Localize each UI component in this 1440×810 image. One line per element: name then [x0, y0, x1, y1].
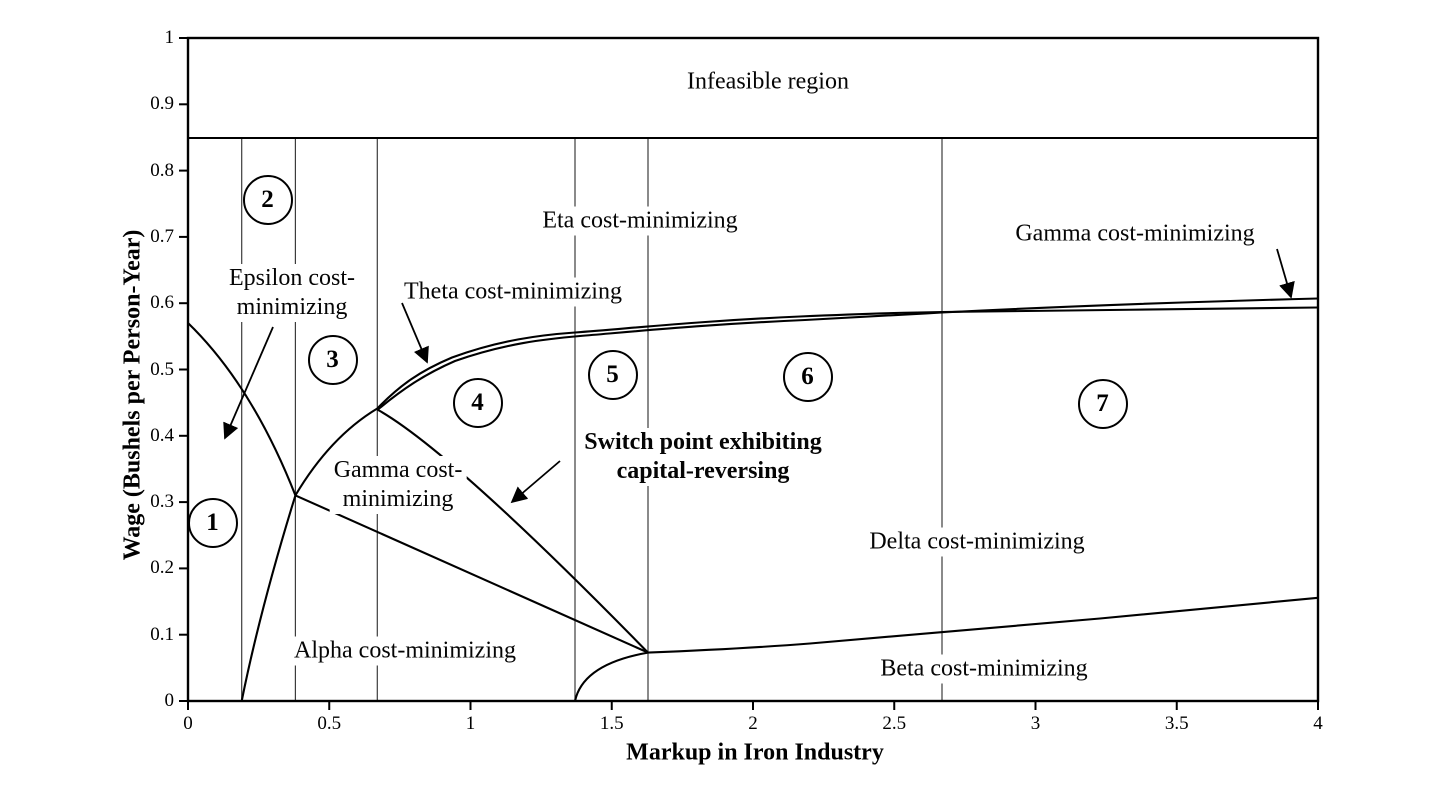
x-tick-label: 3 — [1030, 713, 1041, 734]
wage-curves — [187, 297, 1319, 702]
capital-reversing-boundary — [376, 408, 649, 654]
delta-label: Delta cost-minimizing — [865, 527, 1089, 557]
y-tick-label: 0.4 — [150, 424, 174, 446]
infeasible-region-label: Infeasible region — [687, 68, 849, 95]
y-tick-label: 0.6 — [150, 292, 174, 314]
gamma-mid-label: Gamma cost- minimizing — [329, 456, 467, 514]
y-tick-label: 0.2 — [150, 557, 174, 579]
epsilon-label: Epsilon cost- minimizing — [225, 264, 359, 322]
y-axis-ticks — [179, 37, 188, 702]
y-tick-label: 0.7 — [150, 225, 174, 247]
y-tick-label: 0 — [164, 690, 175, 711]
region-marker-4: 4 — [452, 377, 503, 428]
y-tick-label: 1 — [164, 27, 175, 48]
x-tick-label: 2 — [748, 713, 758, 734]
region-marker-1: 1 — [187, 497, 238, 548]
beta-frontier-curve — [647, 596, 1319, 654]
region-marker-6: 6 — [782, 351, 833, 402]
x-axis-title: Markup in Iron Industry — [626, 739, 884, 766]
switch-point-label: Switch point exhibiting capital-reversin… — [580, 428, 826, 486]
y-tick-label: 0.8 — [150, 159, 174, 181]
alpha-label: Alpha cost-minimizing — [290, 636, 520, 666]
x-tick-label: 1 — [465, 713, 476, 734]
eta-label: Eta cost-minimizing — [538, 206, 742, 236]
y-tick-label: 0.1 — [150, 623, 174, 645]
beta-lower-left-boundary — [573, 651, 649, 702]
x-axis-ticks — [187, 701, 1319, 710]
alpha-rising-boundary — [240, 407, 378, 702]
gamma-right-label: Gamma cost-minimizing — [1015, 220, 1255, 247]
y-axis-title: Wage (Bushels per Person-Year) — [119, 229, 146, 561]
x-tick-label: 4 — [1313, 713, 1323, 734]
beta-label: Beta cost-minimizing — [876, 654, 1092, 684]
x-tick-label: 0 — [183, 713, 193, 734]
x-tick-label: 2.5 — [882, 713, 907, 734]
frontier-curve-gamma — [376, 297, 1319, 411]
x-tick-label: 0.5 — [317, 713, 342, 734]
y-tick-label: 0.9 — [150, 93, 174, 115]
frontier-curve-theta-eta — [376, 306, 1319, 410]
x-tick-label: 3.5 — [1164, 713, 1189, 734]
region-marker-3: 3 — [307, 334, 358, 385]
x-tick-label: 1.5 — [599, 713, 624, 734]
region-marker-2: 2 — [242, 174, 293, 225]
y-tick-label: 0.5 — [150, 358, 174, 380]
y-tick-label: 0.3 — [150, 491, 174, 513]
gamma-alpha-boundary — [294, 494, 649, 654]
region-marker-7: 7 — [1077, 378, 1128, 429]
region-marker-5: 5 — [587, 349, 638, 400]
theta-label: Theta cost-minimizing — [400, 277, 626, 307]
